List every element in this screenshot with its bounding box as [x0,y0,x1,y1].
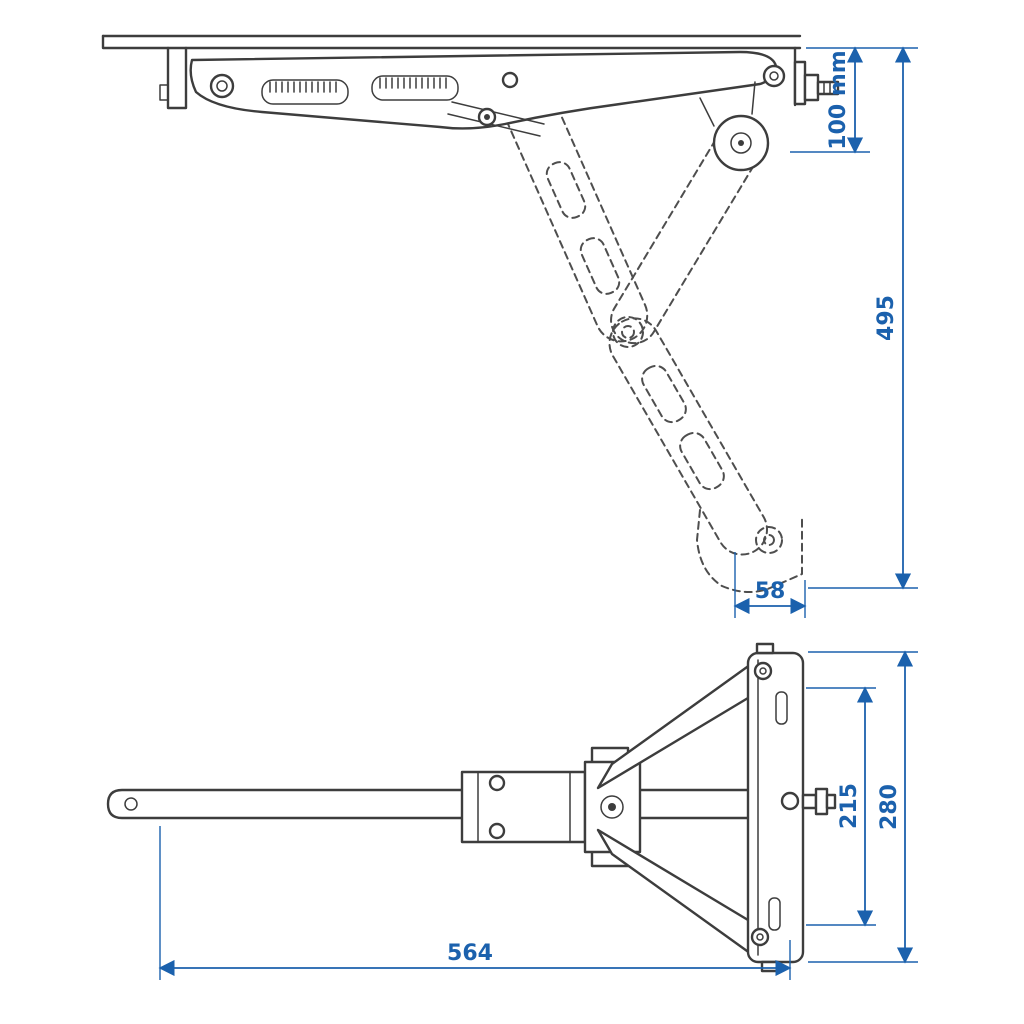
plan-spindle [780,787,837,816]
dimension-crank-length: 564 [158,826,792,980]
dim-564-label: 564 [447,941,493,966]
dim-280-label: 280 [877,784,902,830]
side-view: 100 mm 495 58 [101,34,918,618]
right-pivot-assembly [699,46,840,172]
dim-215-label: 215 [837,783,862,829]
dim-495-label: 495 [874,295,899,341]
plan-view: 215 280 564 [106,642,918,980]
crank-rod [106,788,772,820]
dimension-bracket-height: 280 [808,650,918,964]
dimension-pivot-height: 100 mm [790,46,918,154]
folded-main-arm [189,50,778,137]
dimension-foot-width: 58 [733,552,807,618]
dim-58-label: 58 [755,579,786,604]
dimension-mount-spacing: 215 [806,686,876,927]
dimension-overall-height: 495 [808,46,918,590]
spindle [793,60,840,106]
left-mounting-bracket [159,46,188,110]
dim-100mm-label: 100 mm [826,50,851,149]
mounting-plate [101,34,802,50]
